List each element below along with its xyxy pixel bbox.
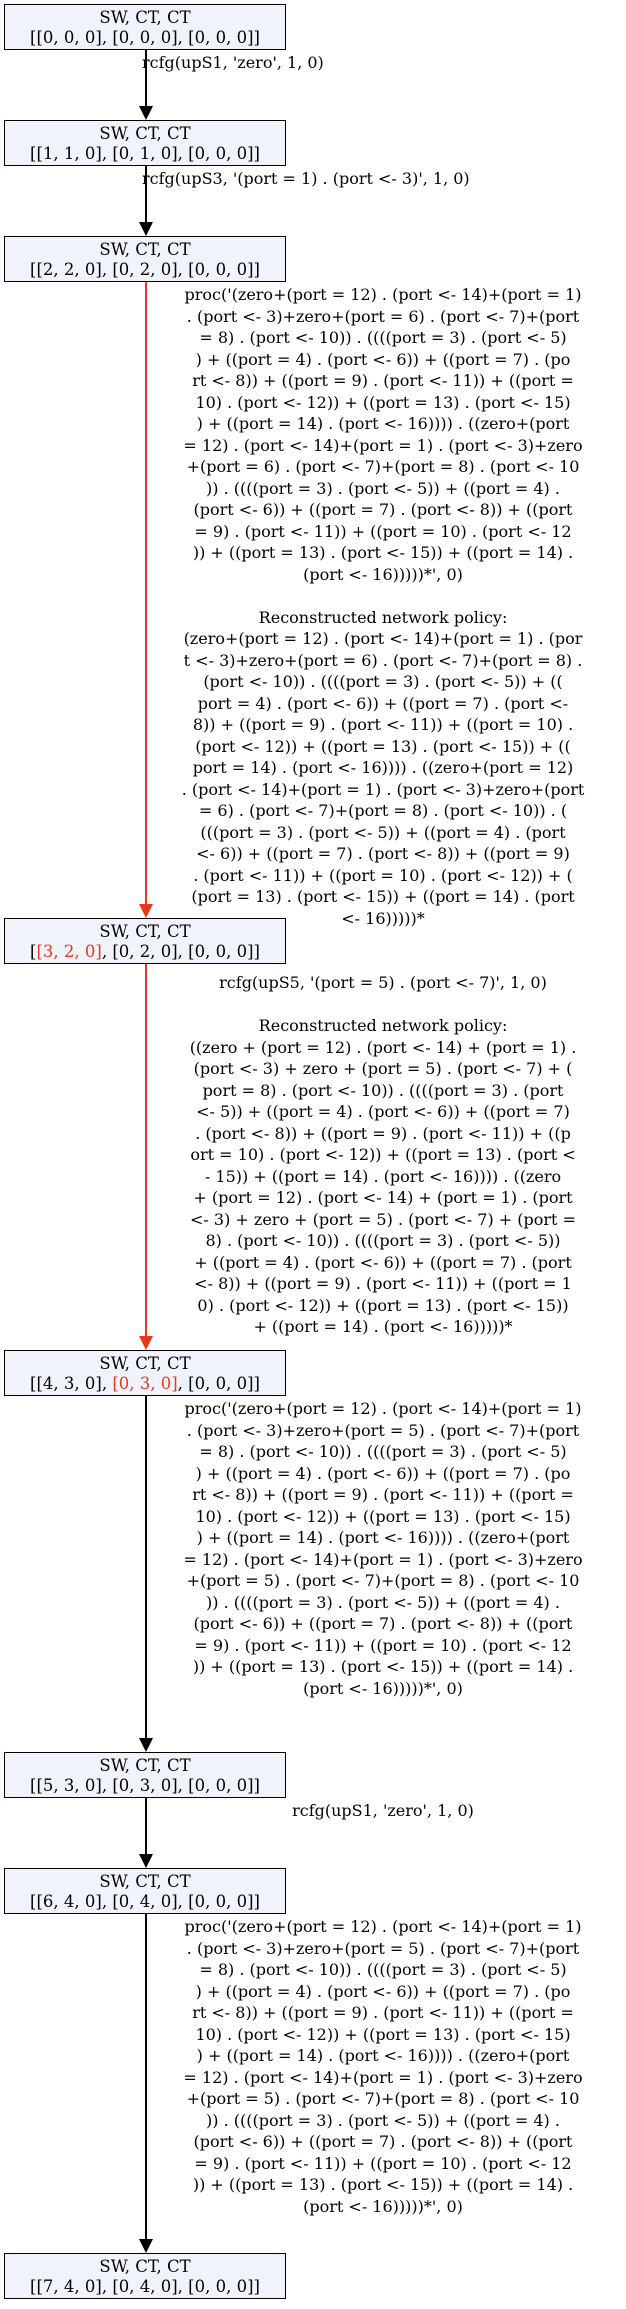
transition-edge	[145, 1798, 147, 1854]
transition-label: proc('(zero+(port = 12) . (port <- 14)+(…	[183, 1917, 583, 2216]
node-header: SW, CT, CT	[99, 922, 191, 941]
transition-edge	[145, 1914, 147, 2239]
state-part: , [0, 2, 0], [0, 0, 0]]	[101, 942, 260, 961]
arrowhead-icon	[139, 904, 153, 918]
node-header: SW, CT, CT	[99, 124, 191, 143]
state-node: SW, CT, CT[[7, 4, 0], [0, 4, 0], [0, 0, …	[4, 2253, 286, 2299]
state-node: SW, CT, CT[[6, 4, 0], [0, 4, 0], [0, 0, …	[4, 1868, 286, 1914]
transition-label: proc('(zero+(port = 12) . (port <- 14)+(…	[183, 1399, 583, 1698]
node-state-vector: [[7, 4, 0], [0, 4, 0], [0, 0, 0]]	[5, 2277, 285, 2297]
transition-label: proc('(zero+(port = 12) . (port <- 14)+(…	[181, 285, 585, 928]
node-header: SW, CT, CT	[99, 8, 191, 27]
node-header: SW, CT, CT	[99, 1872, 191, 1891]
state-part: [[0, 0, 0], [0, 0, 0], [0, 0, 0]]	[30, 28, 260, 47]
transition-label: rcfg(upS1, 'zero', 1, 0)	[292, 1801, 474, 1820]
transition-edge	[145, 1396, 147, 1738]
node-header: SW, CT, CT	[99, 2257, 191, 2276]
state-node: SW, CT, CT[[2, 2, 0], [0, 2, 0], [0, 0, …	[4, 236, 286, 282]
state-part: [[1, 1, 0], [0, 1, 0], [0, 0, 0]]	[30, 144, 260, 163]
state-node: SW, CT, CT[[5, 3, 0], [0, 3, 0], [0, 0, …	[4, 1752, 286, 1798]
state-node: SW, CT, CT[[0, 0, 0], [0, 0, 0], [0, 0, …	[4, 4, 286, 50]
state-node: SW, CT, CT[[1, 1, 0], [0, 1, 0], [0, 0, …	[4, 120, 286, 166]
arrowhead-icon	[139, 1738, 153, 1752]
transition-label: rcfg(upS1, 'zero', 1, 0)	[142, 53, 324, 72]
node-header: SW, CT, CT	[99, 240, 191, 259]
state-part: [	[30, 942, 37, 961]
transition-edge	[144, 964, 148, 1336]
state-part: , [0, 0, 0]]	[177, 1374, 260, 1393]
transition-label: rcfg(upS3, '(port = 1) . (port <- 3)', 1…	[142, 169, 470, 188]
node-state-vector: [[2, 2, 0], [0, 2, 0], [0, 0, 0]]	[5, 260, 285, 280]
changed-state-part: [0, 3, 0]	[112, 1374, 178, 1393]
state-part: [[4, 3, 0],	[30, 1374, 113, 1393]
node-state-vector: [[5, 3, 0], [0, 3, 0], [0, 0, 0]]	[5, 1776, 285, 1796]
state-part: [[2, 2, 0], [0, 2, 0], [0, 0, 0]]	[30, 260, 260, 279]
arrowhead-icon	[139, 106, 153, 120]
transition-edge	[145, 50, 147, 106]
arrowhead-icon	[139, 222, 153, 236]
arrowhead-icon	[139, 2239, 153, 2253]
node-header: SW, CT, CT	[99, 1756, 191, 1775]
node-state-vector: [[1, 1, 0], [0, 1, 0], [0, 0, 0]]	[5, 144, 285, 164]
transition-label: rcfg(upS5, '(port = 5) . (port <- 7)', 1…	[189, 973, 577, 1336]
node-state-vector: [[4, 3, 0], [0, 3, 0], [0, 0, 0]]	[5, 1374, 285, 1394]
node-state-vector: [[0, 0, 0], [0, 0, 0], [0, 0, 0]]	[5, 28, 285, 48]
arrowhead-icon	[139, 1854, 153, 1868]
node-header: SW, CT, CT	[99, 1354, 191, 1373]
node-state-vector: [[6, 4, 0], [0, 4, 0], [0, 0, 0]]	[5, 1892, 285, 1912]
transition-edge	[144, 282, 148, 904]
state-part: [[7, 4, 0], [0, 4, 0], [0, 0, 0]]	[30, 2277, 260, 2296]
state-part: [[6, 4, 0], [0, 4, 0], [0, 0, 0]]	[30, 1892, 260, 1911]
changed-state-part: [3, 2, 0]	[36, 942, 102, 961]
state-part: [[5, 3, 0], [0, 3, 0], [0, 0, 0]]	[30, 1776, 260, 1795]
arrowhead-icon	[139, 1336, 153, 1350]
state-node: SW, CT, CT[[4, 3, 0], [0, 3, 0], [0, 0, …	[4, 1350, 286, 1396]
transition-edge	[145, 166, 147, 222]
state-node: SW, CT, CT[[3, 2, 0], [0, 2, 0], [0, 0, …	[4, 918, 286, 964]
node-state-vector: [[3, 2, 0], [0, 2, 0], [0, 0, 0]]	[5, 942, 285, 962]
